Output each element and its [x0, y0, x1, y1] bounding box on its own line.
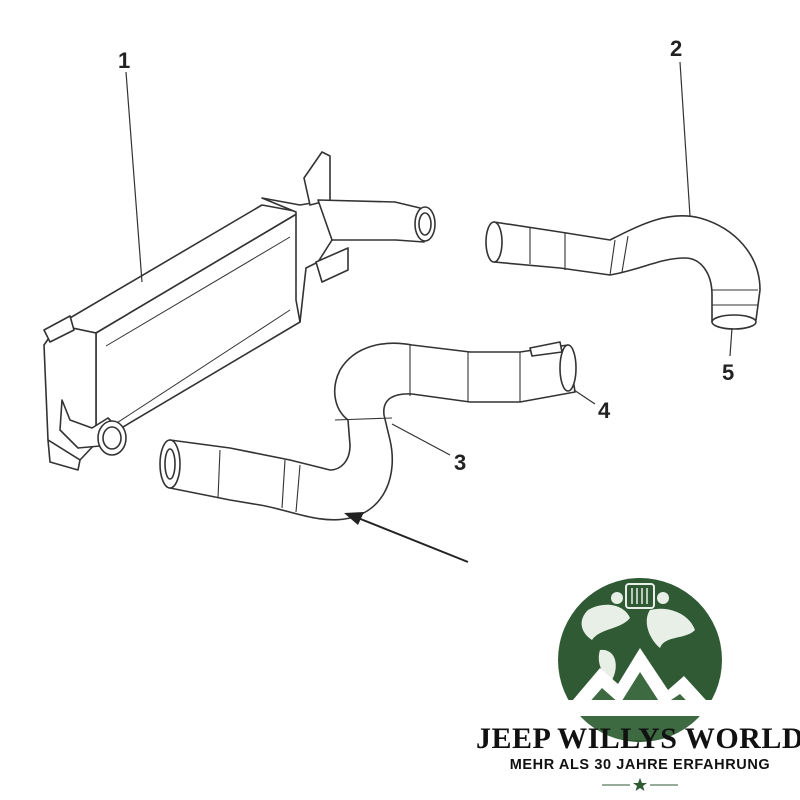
lower-hose [159, 341, 596, 521]
callout-4: 4 [598, 398, 611, 423]
callout-1: 1 [118, 48, 130, 73]
logo-emblem [540, 578, 740, 742]
callout-3: 3 [454, 450, 466, 475]
callout-5: 5 [722, 360, 734, 385]
brand-tagline: MEHR ALS 30 JAHRE ERFAHRUNG [509, 757, 771, 773]
star-divider-icon [602, 778, 678, 791]
pointer-arrow [344, 512, 469, 563]
intercooler [43, 71, 436, 471]
brand-name: JEEP WILLYS WORLD [475, 722, 800, 755]
callout-2: 2 [670, 36, 682, 61]
upper-hose [485, 61, 761, 357]
